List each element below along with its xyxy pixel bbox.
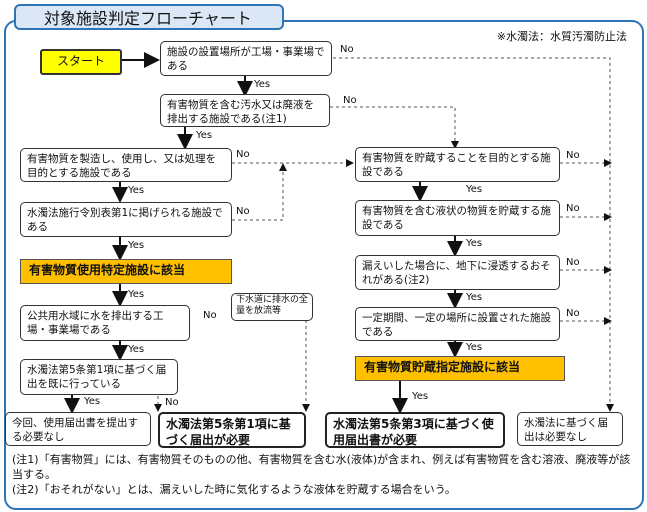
yes-label: Yes bbox=[466, 342, 483, 353]
s4-fixed-period: 一定期間、一定の場所に設置された施設である bbox=[355, 307, 560, 341]
yes-label: Yes bbox=[466, 184, 483, 195]
result-use-facility: 有害物質使用特定施設に該当 bbox=[20, 259, 232, 284]
yes-label: Yes bbox=[128, 344, 145, 355]
s1-storage-purpose: 有害物質を貯蔵することを目的とする施設である bbox=[355, 147, 560, 182]
yes-label: Yes bbox=[128, 240, 145, 251]
q3-manufacture: 有害物質を製造し、使用し、又は処理を目的とする施設である bbox=[20, 148, 232, 182]
end-art5-1-required: 水濁法第5条第1項に基づく届出が必要 bbox=[158, 412, 306, 448]
no-label: No bbox=[340, 44, 354, 55]
no-label: No bbox=[165, 397, 179, 408]
q4-ordinance: 水濁法施行令別表第1に掲げられる施設である bbox=[20, 202, 232, 237]
s3-leak-risk: 漏えいした場合に、地下に浸透するおそれがある(注2) bbox=[355, 255, 560, 290]
no-label: No bbox=[566, 203, 580, 214]
footnotes: (注1)「有害物質」には、有害物質そのものの他、有害物質を含む水(液体)が含まれ… bbox=[12, 452, 632, 497]
sewer-note: 下水道に排水の全量を放流等 bbox=[231, 293, 313, 321]
yes-label: Yes bbox=[466, 238, 483, 249]
yes-label: Yes bbox=[412, 391, 429, 402]
yes-label: Yes bbox=[128, 289, 145, 300]
yes-label: Yes bbox=[466, 292, 483, 303]
yes-label: Yes bbox=[196, 130, 213, 141]
footnote-1: (注1)「有害物質」には、有害物質そのものの他、有害物質を含む水(液体)が含まれ… bbox=[12, 453, 631, 481]
end-not-required: 水濁法に基づく届出は必要なし bbox=[517, 412, 623, 446]
result-storage-facility: 有害物質貯蔵指定施設に該当 bbox=[355, 356, 565, 381]
q2-discharge: 有害物質を含む汚水又は廃液を排出する施設である(注1) bbox=[160, 94, 330, 127]
no-label: No bbox=[236, 149, 250, 160]
no-label: No bbox=[236, 206, 250, 217]
no-label: No bbox=[343, 95, 357, 106]
end-no-submission: 今回、使用届出書を提出する必要なし bbox=[5, 412, 151, 446]
no-label: No bbox=[566, 308, 580, 319]
end-art5-3-required: 水濁法第5条第3項に基づく使用届出書が必要 bbox=[325, 412, 505, 448]
start-node: スタート bbox=[40, 49, 122, 75]
yes-label: Yes bbox=[84, 396, 101, 407]
s2-liquid-storage: 有害物質を含む液状の物質を貯蔵する施設である bbox=[355, 200, 560, 236]
legend-note: ※水濁法：水質汚濁防止法 bbox=[496, 30, 627, 43]
no-label: No bbox=[203, 310, 217, 321]
q6-already-notified: 水濁法第5条第1項に基づく届出を既に行っている bbox=[20, 359, 178, 395]
no-label: No bbox=[566, 257, 580, 268]
q5-public-water: 公共用水域に水を排出する工場・事業場である bbox=[20, 305, 190, 341]
flowchart-title: 対象施設判定フローチャート bbox=[14, 4, 284, 30]
footnote-2: (注2)「おそれがない」とは、漏えいした時に気化するような液体を貯蔵する場合をい… bbox=[12, 483, 456, 496]
yes-label: Yes bbox=[254, 79, 271, 90]
q1-workplace: 施設の設置場所が工場・事業場である bbox=[160, 41, 332, 76]
yes-label: Yes bbox=[128, 185, 145, 196]
no-label: No bbox=[566, 150, 580, 161]
